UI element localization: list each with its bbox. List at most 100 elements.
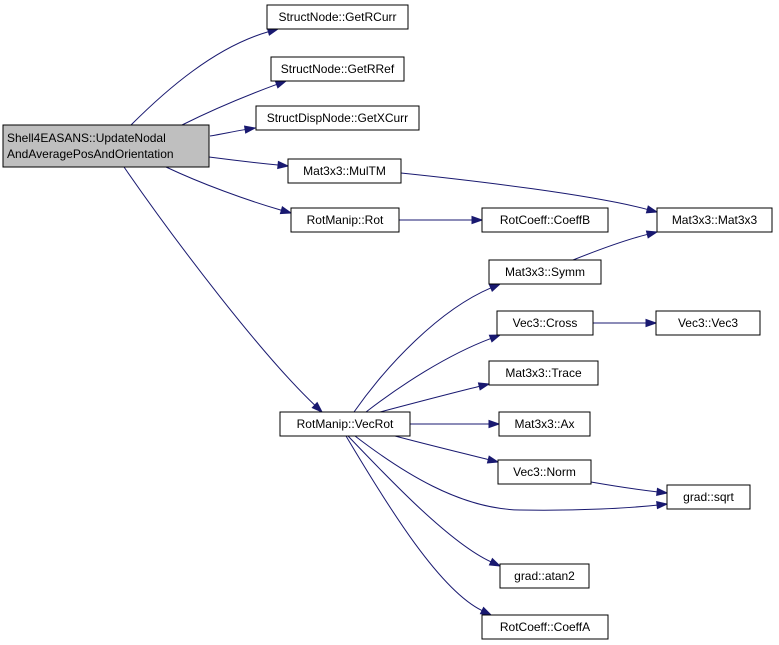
- node-box[interactable]: [655, 310, 761, 336]
- edge-vecrot-to-cross: [365, 334, 502, 413]
- node-box[interactable]: [488, 360, 599, 386]
- arrowhead: [311, 401, 324, 414]
- node-root[interactable]: Shell4EASANS::UpdateNodalAndAveragePosAn…: [2, 124, 210, 168]
- node-vec3[interactable]: Vec3::Vec3: [655, 310, 761, 336]
- node-box[interactable]: [481, 614, 609, 640]
- arrowhead: [645, 205, 659, 214]
- node-rot[interactable]: RotManip::Rot: [290, 207, 400, 233]
- arrowhead: [479, 606, 493, 616]
- arrowhead: [645, 318, 658, 328]
- node-box[interactable]: [287, 158, 402, 184]
- node-box[interactable]: [2, 124, 210, 168]
- node-box[interactable]: [488, 259, 602, 285]
- edge-line: [208, 156, 279, 166]
- node-label: Shell4EASANS::UpdateNodal: [7, 131, 166, 145]
- arrowhead: [274, 80, 288, 89]
- edge-line: [345, 435, 483, 612]
- edge-line: [354, 435, 658, 511]
- node-label: grad::atan2: [514, 569, 575, 583]
- node-box[interactable]: [499, 563, 590, 589]
- arrowhead: [486, 455, 500, 464]
- arrowhead: [277, 160, 290, 170]
- arrowhead: [279, 206, 293, 215]
- arrowhead: [477, 382, 491, 391]
- edge-line: [130, 31, 269, 126]
- call-nodes: Shell4EASANS::UpdateNodalAndAveragePosAn…: [2, 4, 773, 640]
- node-box[interactable]: [290, 207, 400, 233]
- node-label: Mat3x3::Symm: [505, 265, 585, 279]
- node-symm[interactable]: Mat3x3::Symm: [488, 259, 602, 285]
- node-box[interactable]: [270, 56, 405, 82]
- arrowhead: [488, 334, 502, 343]
- node-vecrot[interactable]: RotManip::VecRot: [279, 411, 411, 437]
- node-label: RotCoeff::CoeffA: [500, 620, 590, 634]
- node-box[interactable]: [266, 4, 409, 30]
- node-label: StructNode::GetRRef: [281, 62, 395, 76]
- edge-line: [400, 172, 648, 210]
- node-label: Mat3x3::Ax: [514, 417, 574, 431]
- edge-root-to-multm: [208, 156, 290, 170]
- node-box[interactable]: [656, 207, 773, 233]
- arrowhead: [488, 419, 501, 429]
- node-norm[interactable]: Vec3::Norm: [497, 459, 592, 485]
- node-sqrt[interactable]: grad::sqrt: [666, 484, 751, 510]
- edge-vecrot-to-atan2: [347, 435, 502, 567]
- node-ax[interactable]: Mat3x3::Ax: [498, 411, 591, 437]
- node-label: RotCoeff::CoeffB: [500, 213, 590, 227]
- arrowhead: [656, 487, 669, 496]
- node-getrcurr[interactable]: StructNode::GetRCurr: [266, 4, 409, 30]
- edge-vecrot-to-trace: [379, 382, 491, 413]
- node-label: AndAveragePosAndOrientation: [7, 147, 174, 161]
- edge-rot-to-coeffb: [399, 215, 484, 225]
- node-coeffb[interactable]: RotCoeff::CoeffB: [481, 207, 609, 233]
- node-label: RotManip::VecRot: [297, 417, 394, 431]
- arrowhead: [243, 125, 257, 134]
- edge-vecrot-to-coeffa: [345, 435, 493, 616]
- node-box[interactable]: [498, 411, 591, 437]
- node-label: Vec3::Vec3: [678, 316, 738, 330]
- arrowhead: [488, 283, 502, 292]
- node-trace[interactable]: Mat3x3::Trace: [488, 360, 599, 386]
- edge-norm-to-sqrt: [590, 481, 669, 496]
- node-box[interactable]: [279, 411, 411, 437]
- node-label: grad::sqrt: [683, 490, 734, 504]
- node-label: StructDispNode::GetXCurr: [267, 111, 408, 125]
- edge-line: [181, 83, 277, 126]
- edge-line: [347, 435, 492, 563]
- node-atan2[interactable]: grad::atan2: [499, 563, 590, 589]
- edge-vecrot-to-sqrt: [354, 435, 669, 511]
- edge-multm-to-mat3x3: [400, 172, 659, 214]
- arrowhead: [488, 557, 502, 567]
- edge-root-to-vecrot: [123, 166, 324, 414]
- node-label: Mat3x3::Mat3x3: [672, 213, 758, 227]
- node-label: RotManip::Rot: [307, 213, 384, 227]
- edge-root-to-getxcurr: [209, 125, 257, 137]
- edge-line: [379, 385, 480, 413]
- node-box[interactable]: [255, 105, 420, 131]
- node-box[interactable]: [497, 459, 592, 485]
- node-mat3x3[interactable]: Mat3x3::Mat3x3: [656, 207, 773, 233]
- edge-vecrot-to-norm: [394, 435, 500, 464]
- edge-line: [123, 166, 316, 406]
- edge-line: [590, 481, 658, 493]
- edge-root-to-rot: [165, 166, 293, 215]
- edge-vecrot-to-ax: [410, 419, 501, 429]
- node-getxcurr[interactable]: StructDispNode::GetXCurr: [255, 105, 420, 131]
- edge-line: [365, 338, 491, 413]
- edge-vecrot-to-symm: [353, 283, 502, 413]
- edge-cross-to-vec3: [593, 318, 658, 328]
- arrowhead: [656, 500, 669, 510]
- node-label: StructNode::GetRCurr: [278, 10, 396, 24]
- node-box[interactable]: [481, 207, 609, 233]
- node-label: Vec3::Norm: [513, 465, 576, 479]
- call-edges: [123, 27, 669, 616]
- node-multm[interactable]: Mat3x3::MulTM: [287, 158, 402, 184]
- node-label: Vec3::Cross: [513, 316, 578, 330]
- node-box[interactable]: [666, 484, 751, 510]
- edge-line: [165, 166, 282, 211]
- node-box[interactable]: [496, 310, 594, 336]
- node-cross[interactable]: Vec3::Cross: [496, 310, 594, 336]
- node-coeffa[interactable]: RotCoeff::CoeffA: [481, 614, 609, 640]
- node-getrref[interactable]: StructNode::GetRRef: [270, 56, 405, 82]
